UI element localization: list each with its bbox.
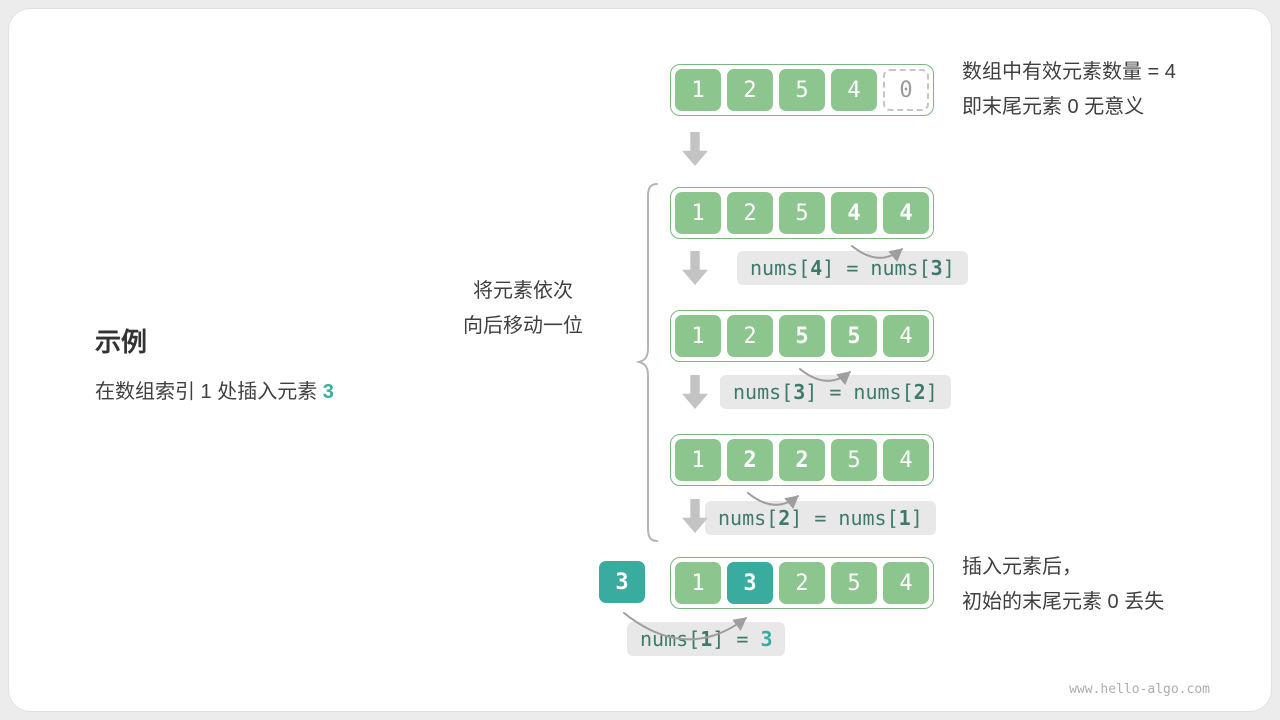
- text-segment: 3: [793, 380, 806, 404]
- array-cell: 4: [831, 192, 877, 234]
- array-cell: 2: [779, 562, 825, 604]
- array-cell: 2: [779, 439, 825, 481]
- array-cell: 2: [727, 439, 773, 481]
- text-segment: nums[: [750, 256, 811, 280]
- text-segment: 4: [810, 256, 823, 280]
- text-segment: 3: [760, 627, 773, 651]
- text-segment: ]: [925, 380, 938, 404]
- assignment-label: nums[1] = 3: [627, 622, 786, 656]
- text-segment: ] =: [712, 627, 761, 651]
- array-cell: 5: [779, 315, 825, 357]
- text-segment: ] = nums[: [805, 380, 914, 404]
- shift-note-line2: 向后移动一位: [463, 315, 583, 337]
- text-segment: ] = nums[: [822, 256, 931, 280]
- watermark: www.hello-algo.com: [1069, 682, 1210, 697]
- array-cell: 1: [675, 192, 721, 234]
- top-annotation: 数组中有效元素数量 = 4 即末尾元素 0 无意义: [962, 55, 1176, 125]
- inserted-element-cell: 3: [599, 561, 645, 603]
- text-segment: 3: [322, 381, 334, 403]
- array-cell-invalid: 0: [883, 69, 929, 111]
- array-cell: 4: [831, 69, 877, 111]
- bottom-annotation-line1: 插入元素后，: [962, 556, 1082, 578]
- array-cell: 5: [779, 192, 825, 234]
- text-segment: 1: [898, 506, 911, 530]
- text-segment: ] = nums[: [790, 506, 899, 530]
- text-segment: nums[: [733, 380, 794, 404]
- array-cell: 5: [779, 69, 825, 111]
- shift-note: 将元素依次 向后移动一位: [433, 274, 613, 344]
- array-cell: 2: [727, 69, 773, 111]
- text-segment: 2: [913, 380, 926, 404]
- assignment-label: nums[3] = nums[2]: [720, 375, 951, 409]
- example-title: 示例: [95, 327, 148, 357]
- down-arrow-icon: [682, 251, 708, 285]
- text-segment: nums[: [640, 627, 701, 651]
- down-arrow-icon: [682, 132, 708, 166]
- down-arrow-icon: [682, 375, 708, 409]
- array-cell: 2: [727, 315, 773, 357]
- text-segment: nums[: [718, 506, 779, 530]
- array-cell: 1: [675, 69, 721, 111]
- array-cell: 4: [883, 562, 929, 604]
- array-cell: 4: [883, 192, 929, 234]
- array-cell: 5: [831, 562, 877, 604]
- array-cell: 1: [675, 439, 721, 481]
- assignment-label: nums[4] = nums[3]: [737, 251, 968, 285]
- text-segment: 3: [930, 256, 943, 280]
- example-description: 在数组索引 1 处插入元素 3: [95, 375, 334, 404]
- assignment-label: nums[2] = nums[1]: [705, 501, 936, 535]
- array-cell: 5: [831, 315, 877, 357]
- array-cell: 4: [883, 315, 929, 357]
- array-cell: 1: [675, 562, 721, 604]
- text-segment: 2: [778, 506, 791, 530]
- group-brace: [635, 183, 658, 542]
- array-cell: 4: [883, 439, 929, 481]
- bottom-annotation-line2: 初始的末尾元素 0 丢失: [962, 591, 1165, 613]
- shift-note-line1: 将元素依次: [473, 280, 573, 302]
- top-annotation-line1: 数组中有效元素数量 = 4: [962, 61, 1176, 83]
- text-segment: ]: [942, 256, 955, 280]
- bottom-annotation: 插入元素后， 初始的末尾元素 0 丢失: [962, 550, 1164, 620]
- top-annotation-line2: 即末尾元素 0 无意义: [962, 96, 1145, 118]
- array-cell: 3: [727, 562, 773, 604]
- text-segment: 在数组索引 1 处插入元素: [95, 381, 323, 403]
- array-cell: 1: [675, 315, 721, 357]
- array-cell: 2: [727, 192, 773, 234]
- array-cell: 5: [831, 439, 877, 481]
- text-segment: 1: [700, 627, 713, 651]
- text-segment: ]: [910, 506, 923, 530]
- example-block: 示例 在数组索引 1 处插入元素 3: [95, 322, 334, 404]
